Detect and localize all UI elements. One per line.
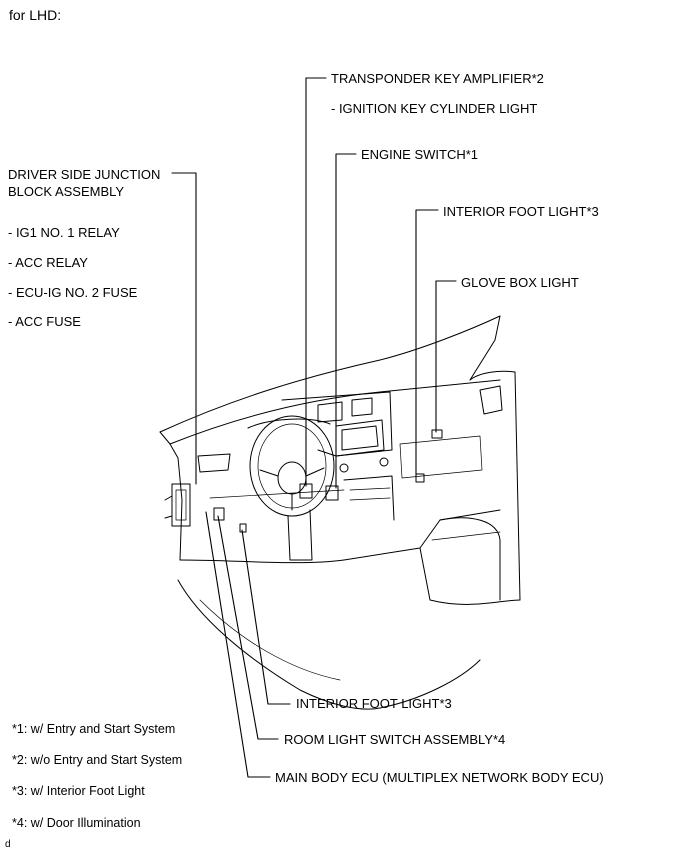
label-glove-box-light: GLOVE BOX LIGHT: [461, 275, 579, 290]
label-acc-relay: - ACC RELAY: [8, 255, 88, 270]
page-title: for LHD:: [9, 7, 62, 23]
label-acc-fuse: - ACC FUSE: [8, 314, 81, 329]
label-interior-foot-light-upper: INTERIOR FOOT LIGHT*3: [443, 204, 599, 219]
footnote-1: *1: w/ Entry and Start System: [12, 722, 176, 736]
footnote-3: *3: w/ Interior Foot Light: [12, 784, 145, 798]
label-interior-foot-light-lower: INTERIOR FOOT LIGHT*3: [296, 696, 452, 711]
label-ignition-light: - IGNITION KEY CYLINDER LIGHT: [331, 101, 538, 116]
label-driver-side-jb-2: BLOCK ASSEMBLY: [8, 184, 125, 199]
corner-mark: d: [5, 839, 11, 850]
footnote-2: *2: w/o Entry and Start System: [12, 753, 183, 767]
label-engine-switch: ENGINE SWITCH*1: [361, 147, 479, 162]
label-room-light-switch: ROOM LIGHT SWITCH ASSEMBLY*4: [284, 732, 506, 747]
label-transponder: TRANSPONDER KEY AMPLIFIER*2: [331, 71, 544, 86]
label-driver-side-jb-1: DRIVER SIDE JUNCTION: [8, 167, 161, 182]
label-ecu-ig-fuse: - ECU-IG NO. 2 FUSE: [8, 285, 138, 300]
footnote-4: *4: w/ Door Illumination: [12, 816, 141, 830]
label-ig1-relay: - IG1 NO. 1 RELAY: [8, 225, 120, 240]
label-main-body-ecu: MAIN BODY ECU (MULTIPLEX NETWORK BODY EC…: [275, 770, 604, 785]
